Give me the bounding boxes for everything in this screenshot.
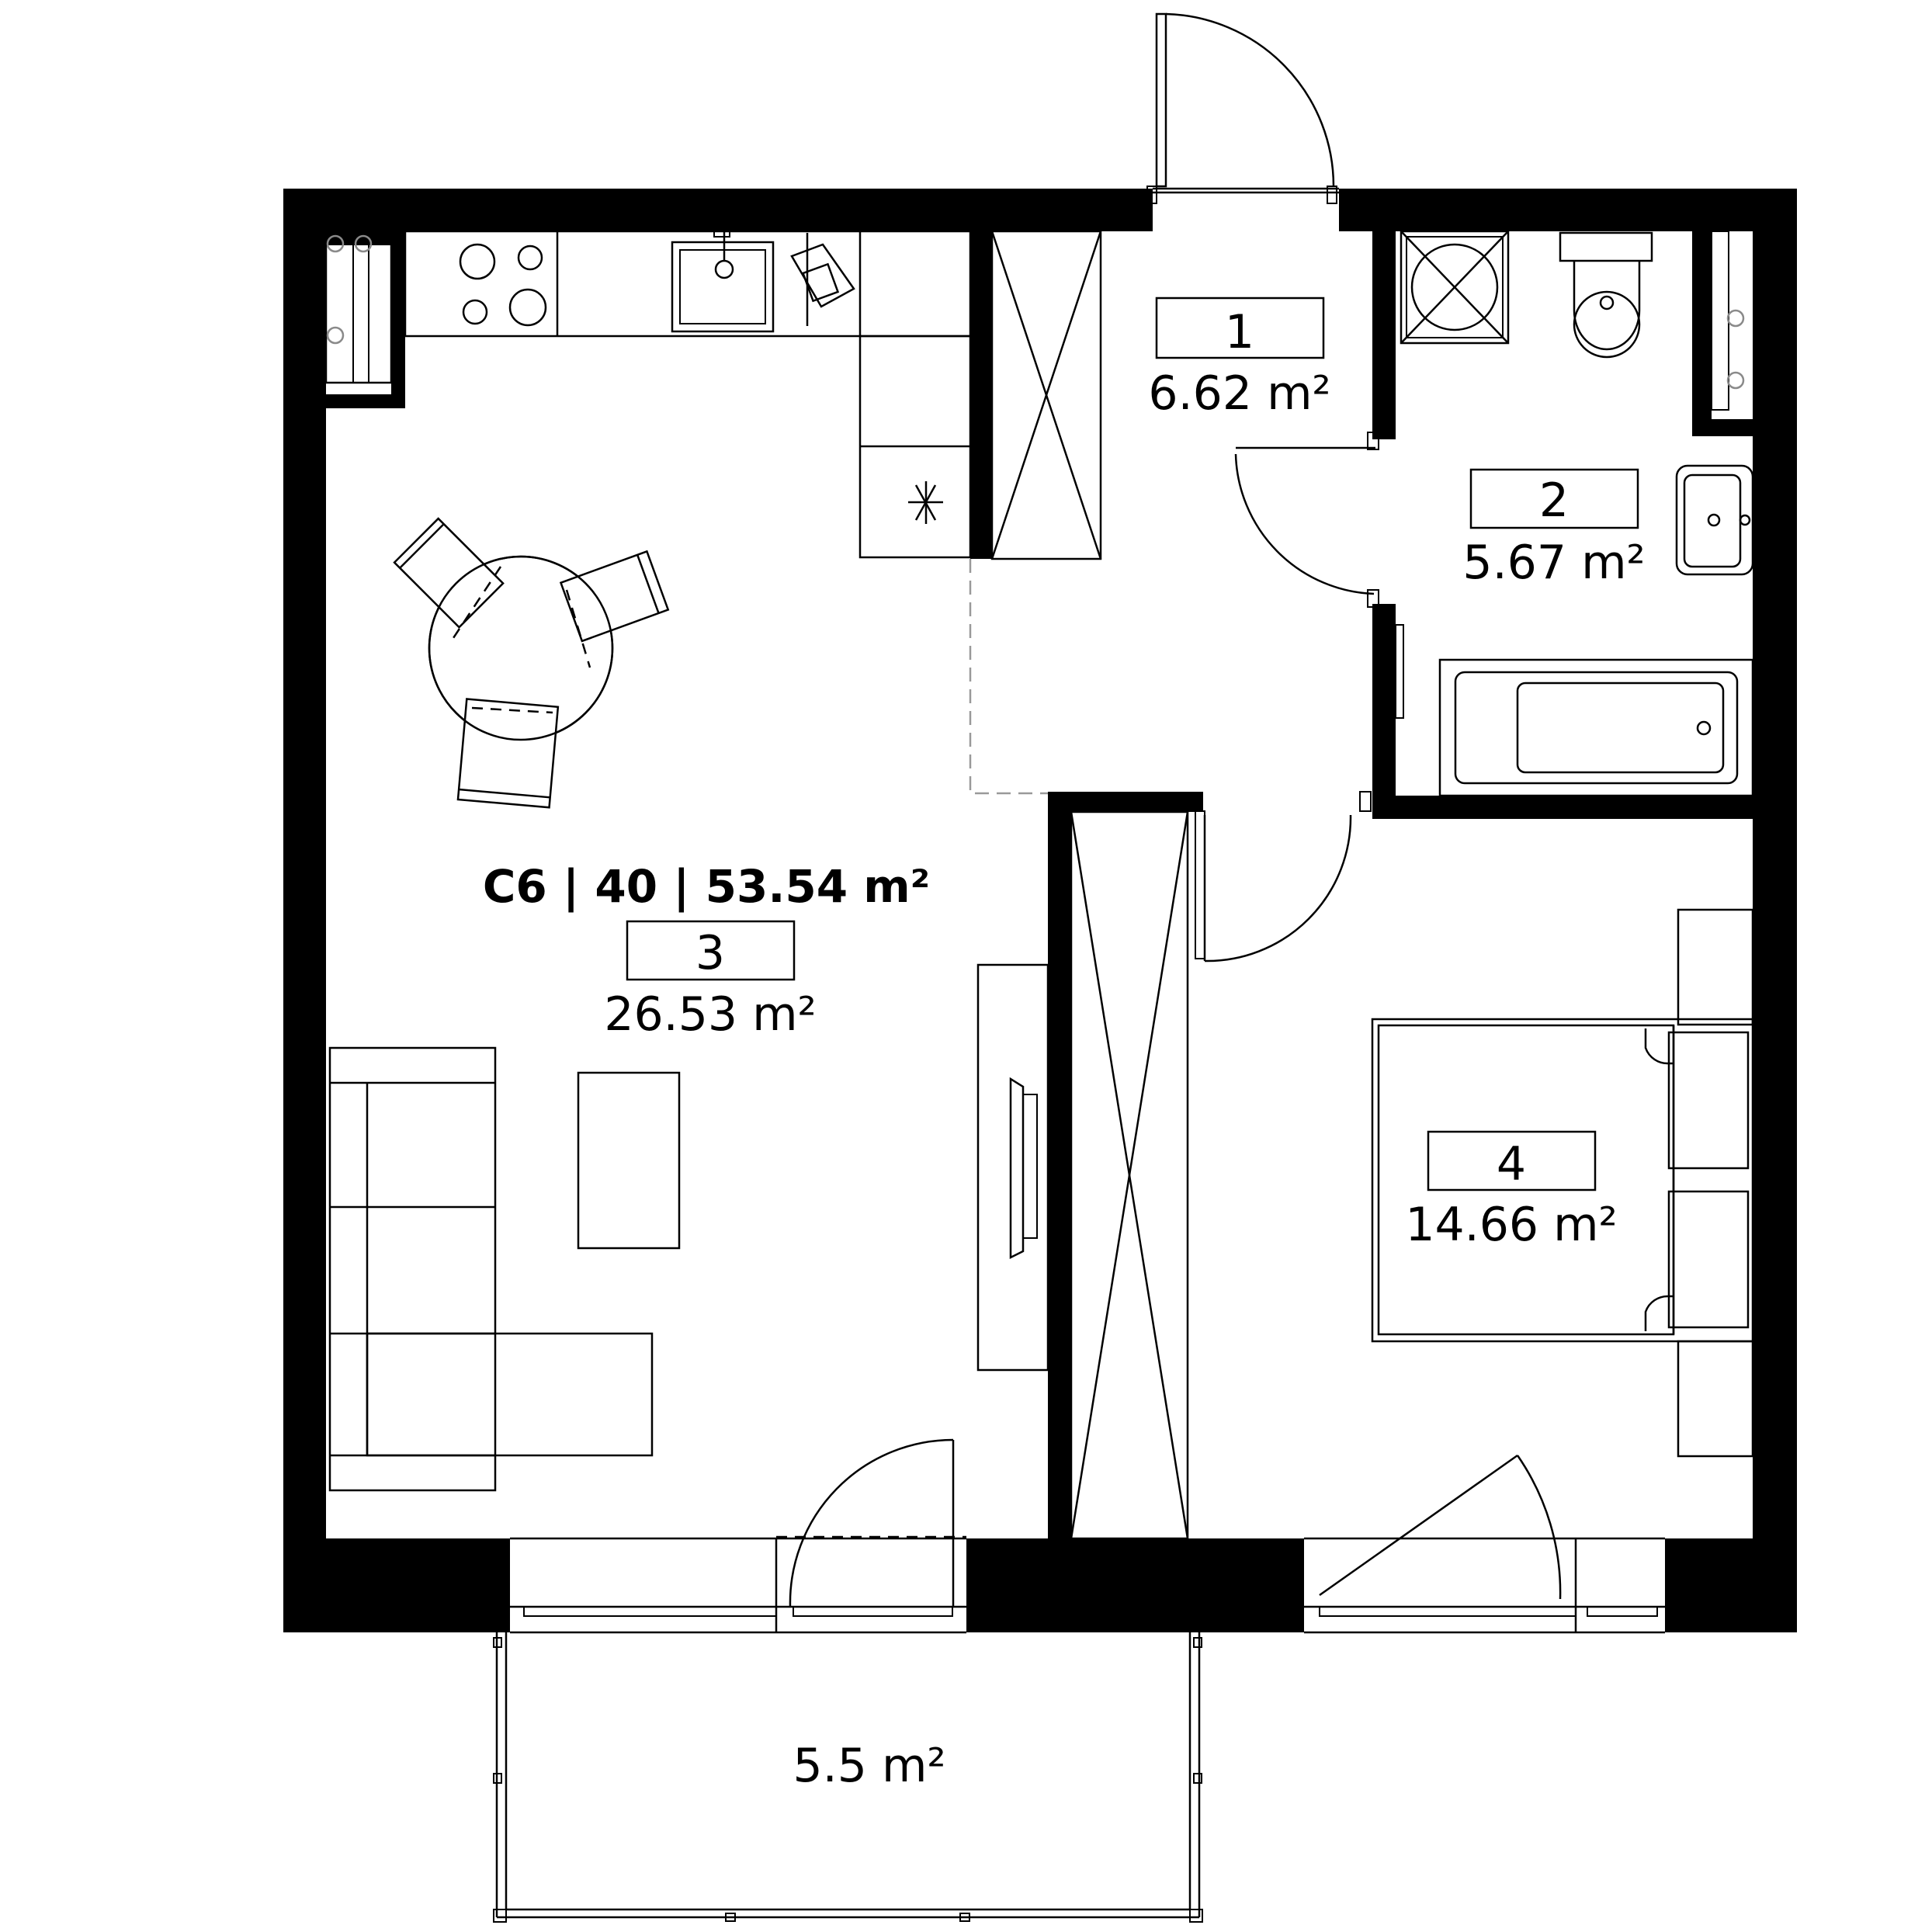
room-number: 4 [1497,1137,1526,1191]
room-number: 3 [695,926,725,980]
apartment-summary: C6 | 40 | 53.54 m² [483,860,930,913]
room-3-label: 3 26.53 m² [604,920,817,1042]
room-1-label: 1 6.62 m² [1148,297,1331,421]
bedroom-furniture [1371,908,1754,1458]
room-area: 6.62 m² [1148,366,1330,421]
dishwasher-icon [790,233,855,326]
bathroom-door [1234,432,1404,719]
bedroom-door [1203,791,1372,963]
entrance-door [1146,12,1339,204]
dining-table [393,517,670,809]
wardrobe-bottom [1070,810,1205,1540]
coffee-table [577,1071,681,1250]
room-number: 1 [1225,305,1254,359]
kitchen-counter [324,230,972,559]
bed-icon [1371,1018,1754,1343]
room-area: 14.66 m² [1405,1198,1617,1252]
balcony-area: 5.5 m² [793,1739,946,1793]
wardrobe-top [990,230,1102,560]
sofa [328,1046,654,1492]
room-area: 5.67 m² [1462,536,1645,590]
walls [283,189,1797,1632]
room-2-label: 2 5.67 m² [1462,468,1646,590]
room-number: 2 [1539,473,1569,528]
sink-icon [671,230,775,333]
windows [510,1438,1665,1634]
balcony [493,1632,1203,1923]
apartment-heading: C6 | 40 | 53.54 m² [483,860,930,913]
zone-boundary [969,559,1048,795]
balcony-label: 5.5 m² [793,1739,946,1793]
toilet-icon [1559,231,1653,359]
bathroom-fixtures [1400,230,1754,797]
bathtub-icon [1438,658,1754,797]
hob-icon [459,243,547,327]
room-area: 26.53 m² [604,987,816,1042]
oven-icon [908,481,943,524]
washbasin-icon [1675,464,1754,576]
room-4-label: 4 14.66 m² [1405,1130,1618,1252]
tv-cabinet [976,963,1049,1372]
